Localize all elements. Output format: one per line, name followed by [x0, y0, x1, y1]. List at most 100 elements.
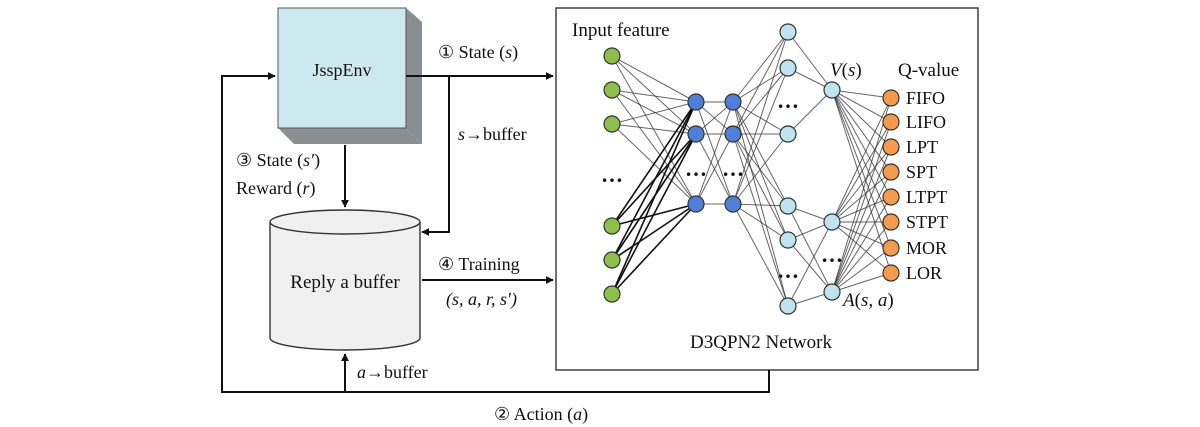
hidden-node — [687, 195, 705, 213]
advantage-stream-node — [779, 231, 797, 249]
hidden-stream-edge — [732, 133, 789, 241]
hidden-stream-edge — [732, 31, 789, 135]
input-hidden-edge — [611, 203, 697, 261]
buffer-body — [269, 222, 421, 351]
advantage-stream-node — [779, 197, 797, 215]
advantage-label: A(s, a) — [841, 290, 894, 311]
input-node — [603, 217, 621, 235]
output-edge — [831, 146, 892, 223]
hidden-hidden-edge — [695, 101, 734, 205]
network-nodes — [603, 23, 900, 315]
value-node — [823, 81, 841, 99]
q-value-label: Q-value — [898, 60, 959, 81]
output-edge — [831, 89, 892, 198]
value-stream-ellipsis: … — [777, 88, 799, 113]
input-hidden-edge — [611, 101, 697, 125]
input-node — [603, 81, 621, 99]
input-hidden-edge — [611, 133, 697, 295]
action-loop-arrow — [221, 72, 770, 393]
training-label: ④ Training — [438, 254, 520, 274]
output-edge — [831, 97, 892, 223]
q-value-node — [882, 113, 900, 131]
input-hidden-edge — [611, 89, 697, 103]
advantage-stream-ellipsis: … — [777, 258, 799, 283]
hidden1-ellipsis: … — [685, 156, 707, 181]
q-value-node — [882, 89, 900, 107]
value-stream-edge — [787, 31, 833, 91]
output-edge — [831, 89, 892, 274]
a-buffer-label: a→buffer — [357, 362, 428, 382]
output-edge — [831, 221, 892, 293]
network-title: D3QPN2 Network — [690, 332, 832, 353]
hidden-stream-edge — [732, 67, 789, 103]
env-bottom-face — [278, 128, 422, 144]
hidden2-ellipsis: … — [722, 156, 744, 181]
output-edge — [831, 89, 892, 173]
input-hidden-edge — [611, 101, 697, 227]
advantage-stream-edge — [787, 205, 833, 293]
hidden-node — [724, 195, 742, 213]
input-hidden-edge — [611, 55, 697, 205]
output-edge — [831, 121, 892, 223]
network-edges — [611, 31, 892, 307]
hidden-stream-edge — [732, 101, 789, 207]
q-value-node — [882, 213, 900, 231]
output-edge — [831, 171, 892, 223]
jssp-env-box: JsspEnv — [277, 7, 422, 144]
value-label: V(s) — [830, 60, 862, 81]
output-edge — [831, 221, 892, 274]
input-hidden-edge — [611, 55, 697, 103]
advantage-stream-edge — [787, 221, 833, 307]
env-label: JsspEnv — [312, 60, 371, 80]
output-edge — [831, 121, 892, 293]
reward-label: Reward (r) — [236, 178, 316, 199]
hidden-stream-edge — [732, 203, 789, 207]
output-edge — [831, 89, 892, 148]
input-hidden-edge — [611, 101, 697, 261]
hidden-stream-edge — [732, 203, 789, 307]
input-node — [603, 47, 621, 65]
output-edge — [831, 97, 892, 293]
q-value-node — [882, 188, 900, 206]
output-edge — [831, 89, 892, 123]
hidden-stream-edge — [732, 31, 789, 205]
output-edge — [831, 146, 892, 293]
input-ellipsis: … — [601, 162, 623, 187]
hidden-node — [724, 93, 742, 111]
hidden-stream-edge — [732, 133, 789, 207]
value-stream-node — [779, 59, 797, 77]
value-stream-node — [779, 125, 797, 143]
buffer-label: Reply a buffer — [290, 272, 400, 293]
hidden-stream-edge — [732, 101, 789, 241]
value-stream-node — [779, 23, 797, 41]
q-value-action-label: LOR — [906, 263, 942, 283]
input-feature-label: Input feature — [572, 20, 670, 41]
advantage-node — [823, 283, 841, 301]
tuple-label: (s, a, r, s′) — [446, 289, 517, 310]
advantage-stream-edge — [787, 239, 833, 293]
q-value-action-label: MOR — [906, 238, 947, 258]
advantage-node — [823, 213, 841, 231]
hidden-hidden-edge — [695, 133, 734, 205]
q-value-node — [882, 138, 900, 156]
q-value-action-label: FIFO — [906, 88, 945, 108]
mid-stream-ellipsis: … — [821, 242, 843, 267]
output-edge — [831, 171, 892, 293]
output-edge — [831, 196, 892, 293]
state-label: ① State (s) — [438, 42, 518, 63]
input-hidden-edge — [611, 203, 697, 295]
value-stream-edge — [787, 89, 833, 135]
hidden-stream-edge — [732, 133, 789, 307]
s-buffer-arrow — [421, 76, 450, 236]
q-value-action-label: STPT — [906, 212, 948, 232]
advantage-stream-node — [779, 297, 797, 315]
hidden-node — [687, 93, 705, 111]
input-node — [603, 115, 621, 133]
hidden-stream-edge — [732, 203, 789, 241]
hidden-stream-edge — [732, 133, 789, 205]
q-value-action-label: LIFO — [906, 112, 946, 132]
q-value-action-label: SPT — [906, 162, 937, 182]
output-edge — [831, 89, 892, 99]
action-label: ② Action (a) — [494, 404, 588, 425]
